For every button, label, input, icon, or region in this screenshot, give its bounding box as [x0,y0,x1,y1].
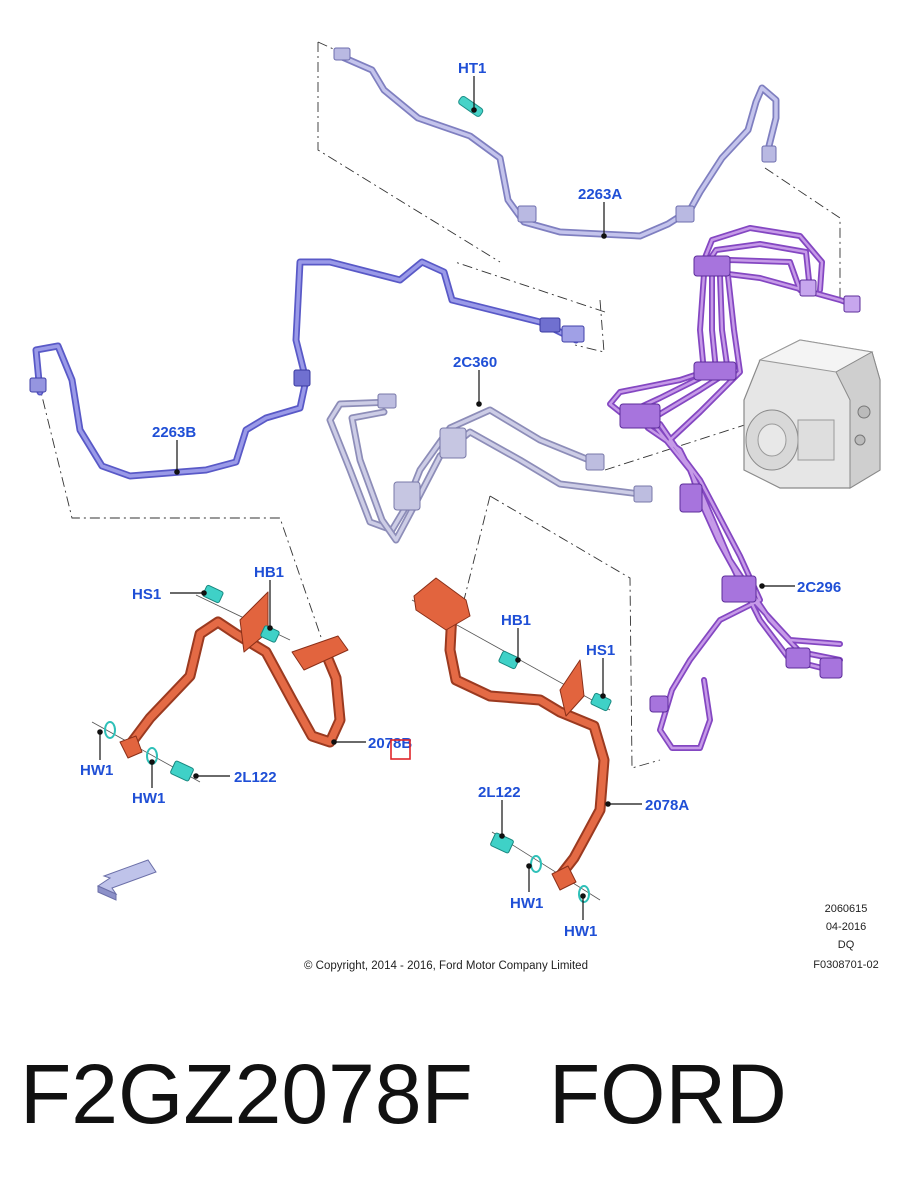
callout-leaders [97,76,795,920]
callout-hb1-left: HB1 [254,564,284,581]
callout-hw1-left-a: HW1 [80,762,113,779]
bolt-hb1-right-icon [498,650,520,670]
brake-line-2c296 [607,225,861,751]
brake-hose-2078a [413,577,610,891]
brand-name: FORD [548,1047,787,1141]
callout-hs1-right: HS1 [586,642,615,659]
washers [104,721,590,903]
part-number: F2GZ2078F [20,1047,473,1141]
bolt-2l122-left-icon [170,760,194,782]
copyright-text: © Copyright, 2014 - 2016, Ford Motor Com… [304,960,588,972]
brake-lines-exploded-diagram: HT1 2263A 2263B 2C360 2C296 HS1 HB1 2078… [29,41,881,972]
abs-module-icon [743,339,881,489]
callout-hs1-left: HS1 [132,586,161,603]
callout-hw1-left-b: HW1 [132,790,165,807]
meta-line-4: F0308701-02 [813,959,878,971]
callout-2c360: 2C360 [453,354,497,371]
bolt-hs1-left-icon [202,584,224,604]
callout-hb1-right: HB1 [501,612,531,629]
heat-shield-ht1-icon [458,95,484,117]
callout-2263a: 2263A [578,186,622,203]
front-direction-arrow-icon [96,859,157,901]
callout-hw1-right-a: HW1 [510,895,543,912]
washer-hw1-icon [578,885,590,903]
callout-2078b: 2078B [368,735,412,752]
callout-ht1: HT1 [458,60,486,77]
bolt-2l122-right-icon [490,832,514,854]
brake-line-2263a [333,47,780,240]
callout-2263b: 2263B [152,424,196,441]
fastener-axis-lines [91,594,611,901]
washer-hw1-icon [530,855,542,873]
callout-2l122-left: 2L122 [234,769,277,786]
meta-line-3: DQ [838,939,855,951]
fasteners [170,584,612,854]
meta-line-1: 2060615 [825,903,868,915]
callout-2c296: 2C296 [797,579,841,596]
callout-hw1-right-b: HW1 [564,923,597,940]
brake-line-2c360 [326,393,653,544]
callout-2l122-right: 2L122 [478,784,521,801]
washer-hw1-icon [104,721,116,739]
meta-line-2: 04-2016 [826,921,866,933]
highlight-box [390,739,411,760]
brake-hose-2078b [119,591,349,759]
brake-line-2263b [29,258,585,480]
dash-dot-leaders [37,41,841,769]
callout-2078a: 2078A [645,797,689,814]
